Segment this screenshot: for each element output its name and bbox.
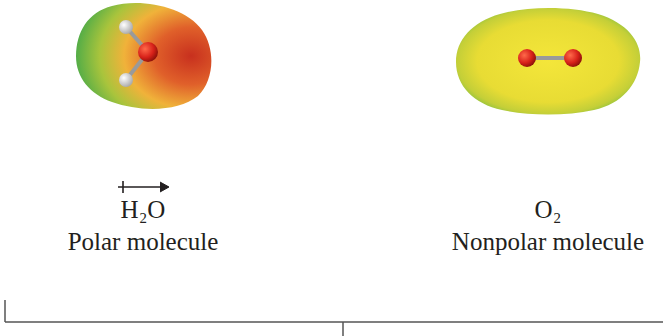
oxygen-potential-map xyxy=(456,8,640,115)
dipole-arrow xyxy=(118,181,169,193)
formula: O₂ xyxy=(535,196,562,224)
formula: H₂O xyxy=(121,196,166,224)
oxygen-atom xyxy=(518,49,536,67)
molecule-type: Polar molecule xyxy=(68,228,219,256)
hydrogen-atom xyxy=(119,73,133,87)
oxygen-atom xyxy=(564,49,582,67)
bracket xyxy=(5,300,663,336)
molecule-type: Nonpolar molecule xyxy=(452,228,644,256)
water-potential-map xyxy=(76,3,211,109)
hydrogen-atom xyxy=(119,20,133,34)
oxygen-atom xyxy=(138,42,158,62)
